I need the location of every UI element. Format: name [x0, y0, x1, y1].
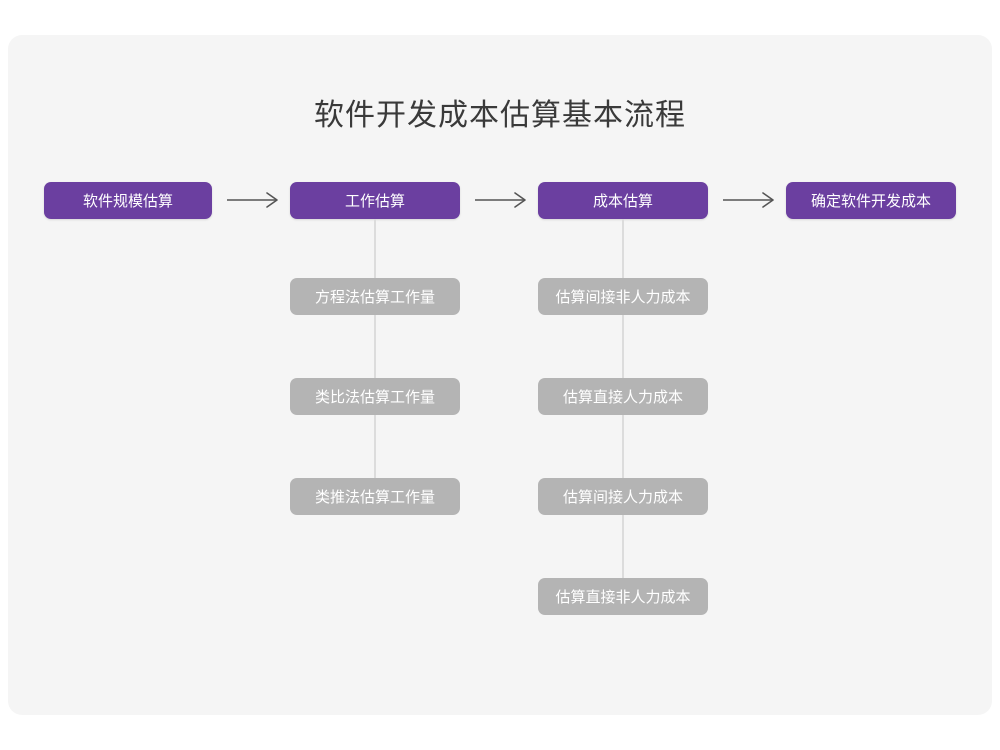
stage-node-1[interactable]: 软件规模估算	[44, 182, 212, 219]
right-arrow-icon	[723, 192, 774, 208]
connector-col2-seg1	[374, 219, 376, 278]
connector-col2-seg3	[374, 415, 376, 478]
connector-col3-seg3	[622, 415, 624, 478]
connector-col3-seg2	[622, 315, 624, 378]
sub-node-col3-3[interactable]: 估算间接人力成本	[538, 478, 708, 515]
sub-node-col2-2[interactable]: 类比法估算工作量	[290, 378, 460, 415]
stage-node-3[interactable]: 成本估算	[538, 182, 708, 219]
arrow-stage-1-to-2	[224, 188, 286, 212]
right-arrow-icon	[227, 192, 278, 208]
sub-node-col3-2[interactable]: 估算直接人力成本	[538, 378, 708, 415]
connector-col3-seg1	[622, 219, 624, 278]
right-arrow-icon	[475, 192, 526, 208]
connector-col2-seg2	[374, 315, 376, 378]
diagram-card	[8, 35, 992, 715]
sub-node-col3-1[interactable]: 估算间接非人力成本	[538, 278, 708, 315]
stage-node-2[interactable]: 工作估算	[290, 182, 460, 219]
page-title: 软件开发成本估算基本流程	[314, 99, 686, 132]
sub-node-col2-1[interactable]: 方程法估算工作量	[290, 278, 460, 315]
sub-node-col3-4[interactable]: 估算直接非人力成本	[538, 578, 708, 615]
connector-col3-seg4	[622, 515, 624, 578]
sub-node-col2-3[interactable]: 类推法估算工作量	[290, 478, 460, 515]
arrow-stage-2-to-3	[472, 188, 534, 212]
arrow-stage-3-to-4	[720, 188, 782, 212]
stage-node-4[interactable]: 确定软件开发成本	[786, 182, 956, 219]
